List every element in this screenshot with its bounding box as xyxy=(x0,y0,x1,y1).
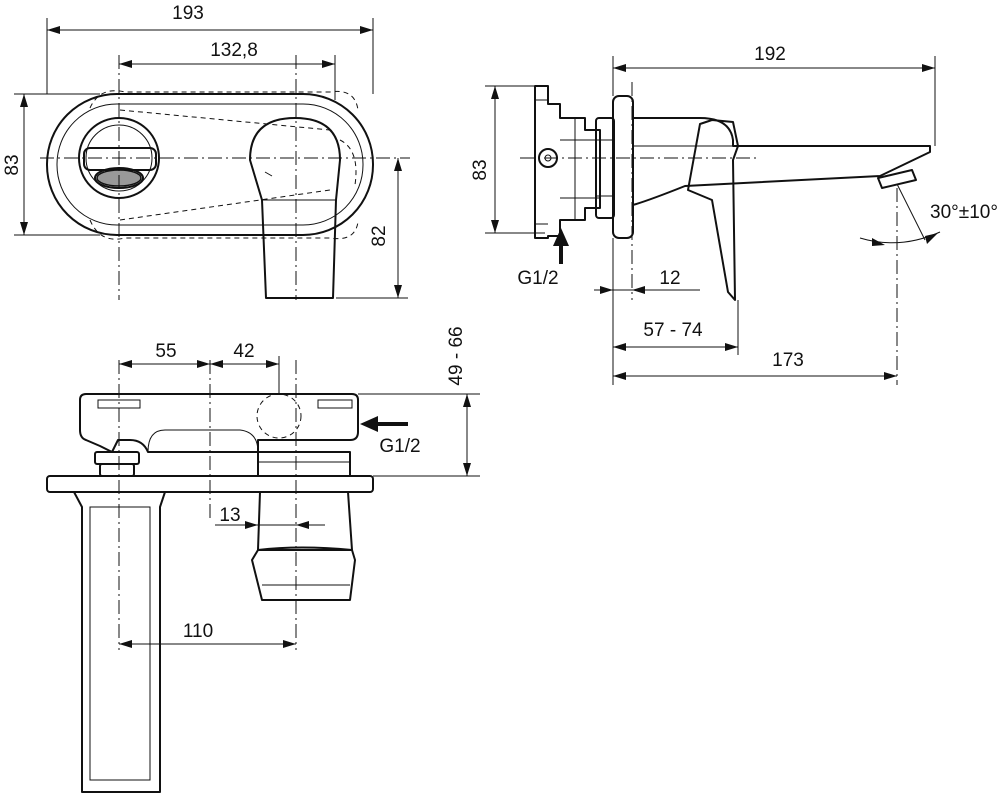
front-view: 193 132,8 83 82 xyxy=(2,3,410,300)
dim-49-66-label: 49 - 66 xyxy=(446,326,467,385)
dim-angle-label: 30°±10° xyxy=(930,202,998,223)
dim-83-side-label: 83 xyxy=(470,159,491,180)
dim-side-angle: 30°±10° xyxy=(859,202,998,246)
front-lever xyxy=(249,117,341,299)
dim-top-left-offset: 55 xyxy=(119,341,210,368)
dim-55-label: 55 xyxy=(155,341,176,362)
dim-side-wall-range: 57 - 74 xyxy=(612,300,739,385)
dim-front-center-distance: 132,8 xyxy=(119,40,336,100)
dim-110-label: 110 xyxy=(183,621,213,642)
top-inlet-label: G1/2 xyxy=(360,416,421,457)
side-wall-plate xyxy=(612,95,634,239)
dim-83-front-label: 83 xyxy=(2,154,23,175)
side-spout xyxy=(632,117,931,206)
dim-132-8-label: 132,8 xyxy=(210,40,258,61)
side-view: 83 192 G1/2 12 xyxy=(470,44,998,385)
side-aerator xyxy=(877,169,917,189)
front-inner-plate xyxy=(56,103,364,226)
dim-13-label: 13 xyxy=(219,505,240,526)
dim-front-width: 193 xyxy=(46,3,374,94)
top-lever xyxy=(257,491,353,551)
side-valve-body xyxy=(534,85,601,239)
dim-82-label: 82 xyxy=(369,225,390,246)
top-valve-body xyxy=(79,393,359,453)
dim-front-height: 83 xyxy=(2,93,100,236)
side-inlet-label: G1/2 xyxy=(517,228,569,289)
dim-top-spout-distance: 110 xyxy=(119,621,296,648)
dim-192-label: 192 xyxy=(754,44,786,65)
dim-42-label: 42 xyxy=(233,341,254,362)
dim-top-lever-offset: 13 xyxy=(215,505,325,529)
side-g12-label: G1/2 xyxy=(517,268,558,289)
dim-side-projection: 173 xyxy=(613,350,897,380)
dim-57-74-label: 57 - 74 xyxy=(643,320,703,341)
dim-top-right-offset: 42 xyxy=(210,341,280,394)
dim-173-label: 173 xyxy=(772,350,804,371)
dim-side-height: 83 xyxy=(470,85,545,234)
dim-12-label: 12 xyxy=(659,268,680,289)
top-spout xyxy=(73,491,166,793)
front-spout-ring xyxy=(78,117,160,199)
top-view: 55 42 49 - 66 G1/2 xyxy=(46,326,480,793)
dim-top-depth-range: 49 - 66 xyxy=(358,326,480,477)
side-lever xyxy=(687,119,739,301)
dim-193-label: 193 xyxy=(172,3,204,24)
front-hidden-body xyxy=(89,90,359,240)
front-wall-plate xyxy=(46,93,374,236)
dim-side-length: 192 xyxy=(612,44,936,146)
dim-front-lever-height: 82 xyxy=(336,158,408,299)
dim-side-plate-offset: 12 xyxy=(594,238,700,300)
top-g12-label: G1/2 xyxy=(379,436,420,457)
